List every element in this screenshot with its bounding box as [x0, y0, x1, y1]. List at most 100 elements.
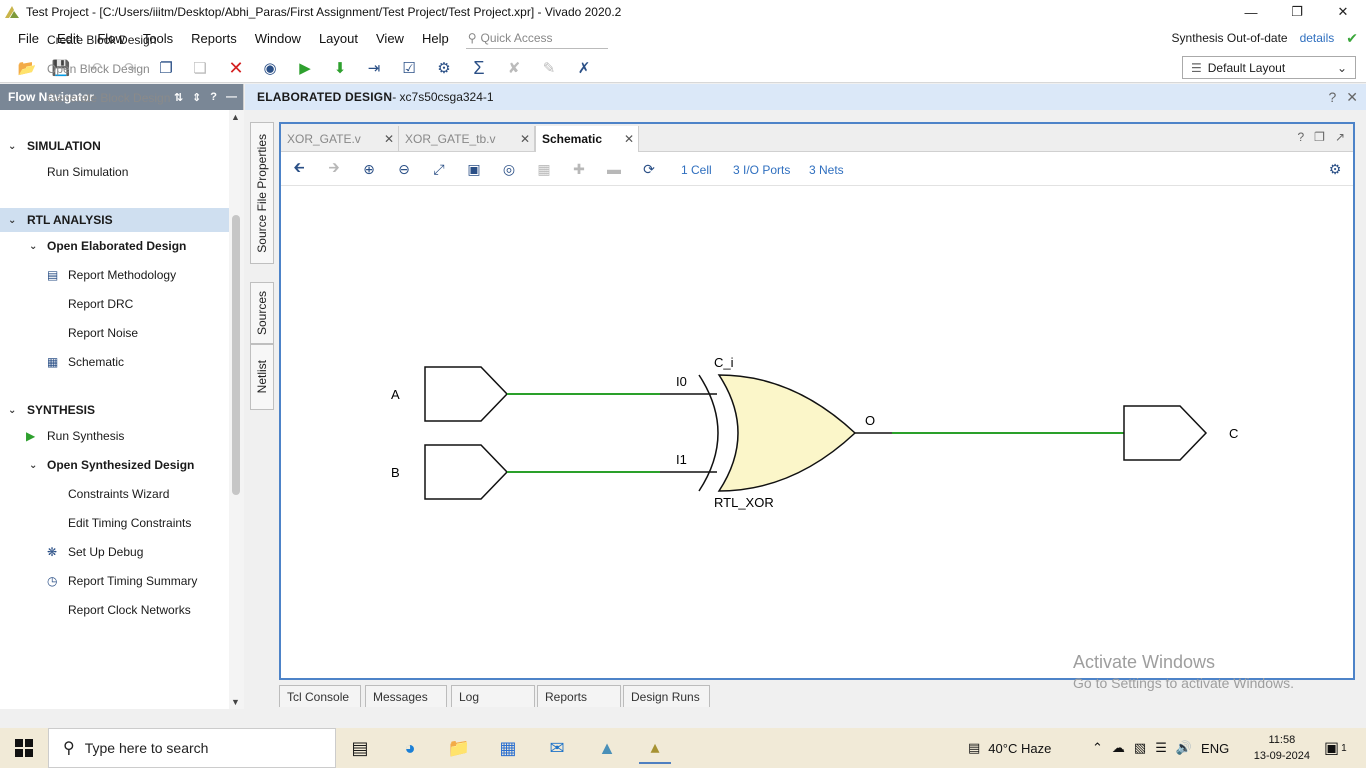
nav-item-report-drc[interactable]: Report DRC — [0, 292, 229, 316]
restore-button[interactable]: ❐ — [1291, 4, 1303, 19]
tab-reports[interactable]: Reports — [537, 685, 621, 707]
nav-item-edit-timing-constraints[interactable]: Edit Timing Constraints — [0, 511, 229, 535]
tab-messages[interactable]: Messages — [365, 685, 447, 707]
chevron-up-icon[interactable]: ⌃ — [1092, 740, 1103, 755]
edge-browser-icon[interactable]: ◕ — [404, 737, 416, 758]
refresh-icon[interactable]: ⟳ — [643, 160, 655, 177]
collapse-all-icon[interactable]: ⇅ — [173, 91, 184, 104]
save-icon[interactable]: 💾 — [51, 60, 71, 77]
wifi-icon[interactable]: ☰ — [1155, 740, 1167, 755]
run-icon[interactable]: ▶ — [299, 60, 311, 77]
tab-schematic[interactable]: Schematic ✕ — [535, 126, 639, 152]
io-ports-link[interactable]: 3 I/O Ports — [733, 163, 791, 177]
chevron-down-icon[interactable]: ⌄ — [29, 459, 38, 471]
chevron-down-icon[interactable]: ⌄ — [29, 240, 38, 252]
tab-sources[interactable]: Sources — [250, 282, 274, 344]
flow-navigator-scrollbar[interactable]: ▲ ▼ — [229, 110, 244, 709]
tab-source-file-properties[interactable]: Source File Properties — [250, 122, 274, 264]
nav-item-report-noise[interactable]: Report Noise — [0, 321, 229, 345]
store-icon[interactable]: ▦ — [499, 737, 517, 758]
close-icon[interactable]: ✕ — [383, 132, 394, 146]
nets-link[interactable]: 3 Nets — [809, 163, 844, 177]
nav-item-run-synthesis[interactable]: ▶Run Synthesis — [0, 424, 229, 448]
tab-log[interactable]: Log — [451, 685, 535, 707]
menu-reports[interactable]: Reports — [191, 30, 237, 46]
undo-icon[interactable]: ↶ — [89, 60, 103, 77]
menu-tools[interactable]: Tools — [142, 30, 174, 46]
language-indicator[interactable]: ENG — [1201, 740, 1230, 756]
tab-netlist[interactable]: Netlist — [250, 344, 274, 410]
menu-layout[interactable]: Layout — [318, 30, 358, 46]
schematic-canvas[interactable]: A B C_i RTL_XOR I0 I1 O C — [281, 187, 1353, 678]
zoom-fit-icon[interactable]: ⤢ — [433, 160, 445, 177]
nav-item-open-block-design[interactable]: Open Block Design — [0, 57, 229, 81]
sigma-icon[interactable]: Σ — [473, 57, 485, 78]
minimize-panel-icon[interactable]: — — [226, 90, 237, 103]
nav-item-open-elaborated-design[interactable]: ⌄Open Elaborated Design — [0, 234, 229, 258]
nav-item-create-block-design[interactable]: Create Block Design — [0, 28, 229, 52]
close-icon[interactable]: ✕ — [519, 132, 530, 146]
layout-select[interactable]: ☰ Default Layout ⌄ — [1182, 56, 1356, 79]
app-icon[interactable]: ▲ — [598, 737, 616, 758]
menu-view[interactable]: View — [376, 30, 404, 46]
input-port-b[interactable] — [424, 444, 509, 500]
menu-edit[interactable]: Edit — [56, 30, 80, 46]
menu-flow[interactable]: Flow — [97, 30, 125, 46]
delete-icon[interactable]: ✕ — [228, 57, 244, 78]
nav-item-run-simulation[interactable]: Run Simulation — [0, 160, 229, 184]
scroll-up-icon[interactable]: ▲ — [231, 112, 240, 122]
float-window-icon[interactable]: ❐ — [1314, 130, 1325, 144]
output-port-c[interactable] — [1123, 405, 1208, 461]
nav-item-report-clock-networks[interactable]: Report Clock Networks — [0, 598, 229, 622]
clock[interactable]: 11:58 13-09-2024 — [1254, 732, 1310, 764]
forward-icon[interactable]: 🡲 — [328, 159, 340, 175]
binoculars-icon[interactable]: ◉ — [263, 60, 277, 77]
close-icon[interactable]: ✕ — [623, 132, 634, 146]
device-icon[interactable]: ▧ — [1133, 740, 1147, 755]
debug-icon[interactable]: ✗ — [577, 60, 591, 77]
zoom-area-icon[interactable]: ▣ — [467, 160, 481, 177]
file-explorer-icon[interactable]: 📁 — [447, 737, 471, 758]
chevron-down-icon[interactable]: ⌄ — [8, 214, 17, 226]
tab-xor-gate-tb-v[interactable]: XOR_GATE_tb.v ✕ — [399, 126, 535, 152]
nav-item-constraints-wizard[interactable]: Constraints Wizard — [0, 482, 229, 506]
weather-widget[interactable]: ▤ 40°C Haze — [968, 728, 1051, 768]
help-icon[interactable]: ? — [210, 90, 217, 103]
tool-disabled-icon[interactable]: ✘ — [507, 60, 521, 77]
menu-file[interactable]: File — [18, 30, 39, 46]
expand-all-icon[interactable]: ⇕ — [192, 91, 202, 104]
settings-icon[interactable]: ⚙ — [437, 60, 451, 77]
generate-bitstream-icon[interactable]: ⬇ — [333, 60, 347, 77]
tab-design-runs[interactable]: Design Runs — [623, 685, 710, 707]
input-port-a[interactable] — [424, 366, 509, 422]
close-window-button[interactable]: ✕ — [1337, 4, 1349, 19]
wrench-icon[interactable]: ✎ — [542, 60, 556, 77]
scroll-thumb[interactable] — [232, 215, 240, 495]
tab-tcl-console[interactable]: Tcl Console — [279, 685, 361, 707]
maximize-icon[interactable]: ↗ — [1334, 130, 1345, 144]
copy-icon[interactable]: ❐ — [159, 60, 173, 77]
cells-link[interactable]: 1 Cell — [681, 163, 712, 177]
scroll-down-icon[interactable]: ▼ — [231, 697, 240, 707]
nav-item-simulation[interactable]: ⌄SIMULATION — [0, 134, 229, 158]
help-icon[interactable]: ? — [1328, 88, 1337, 105]
close-icon[interactable]: ✕ — [1346, 88, 1358, 105]
nav-item-set-up-debug[interactable]: ❋Set Up Debug — [0, 540, 229, 564]
start-button[interactable] — [0, 728, 48, 768]
settings-icon[interactable]: ⚙ — [1328, 160, 1342, 177]
nav-item-generate-block-design[interactable]: Generate Block Design — [0, 86, 229, 110]
tab-xor-gate-v[interactable]: XOR_GATE.v ✕ — [281, 126, 399, 152]
quick-access-input[interactable]: ⚲ Quick Access — [465, 27, 608, 49]
minimize-button[interactable]: — — [1244, 4, 1258, 20]
open-project-icon[interactable]: 📂 — [17, 60, 37, 77]
paste-icon[interactable]: ❏ — [193, 60, 207, 77]
volume-icon[interactable]: 🔊 — [1175, 740, 1193, 755]
details-link[interactable]: details — [1299, 31, 1335, 45]
taskbar-search[interactable]: ⚲ Type here to search — [48, 728, 336, 768]
zoom-out-icon[interactable]: ⊖ — [398, 160, 410, 177]
nav-item-synthesis[interactable]: ⌄SYNTHESIS — [0, 398, 229, 422]
nav-item-report-timing-summary[interactable]: ◷Report Timing Summary — [0, 569, 229, 593]
task-view-icon[interactable]: ▤ — [351, 737, 369, 758]
mail-icon[interactable]: ✉ — [549, 737, 565, 758]
chevron-down-icon[interactable]: ⌄ — [8, 140, 17, 152]
